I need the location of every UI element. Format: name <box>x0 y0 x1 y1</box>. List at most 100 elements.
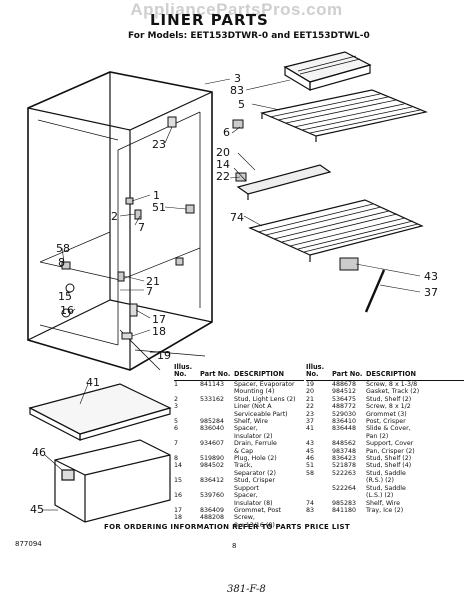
part-number: 539760 <box>200 492 225 500</box>
parts-table-row: 522264 Stud, Saddle (L.S.) (2) <box>306 485 464 500</box>
illus-number: 3 <box>174 403 179 411</box>
illus-number: 14 <box>174 462 183 470</box>
liner-cabinet <box>27 71 213 371</box>
callout-58: 58 <box>56 242 70 255</box>
callout-18: 18 <box>152 325 166 338</box>
callout-45: 45 <box>30 503 44 516</box>
part-number: 983748 <box>332 447 357 455</box>
ordering-info-footer: FOR ORDERING INFORMATION REFER TO PARTS … <box>104 523 350 531</box>
illus-number: 8 <box>174 455 179 463</box>
watermark: AppliancePartsPros.com <box>130 0 343 19</box>
part-number: 533162 <box>200 395 225 403</box>
header-description: DESCRIPTION <box>234 364 304 381</box>
part-description: Gasket, Track (2) <box>366 388 420 396</box>
header-illus-no: Illus. No. <box>174 364 200 381</box>
callout-43: 43 <box>424 270 438 283</box>
part-number: 836040 <box>200 425 225 433</box>
part-description: Stud, Shelf (2) <box>366 455 412 463</box>
part-number: 522263 <box>332 469 357 477</box>
illus-number: 15 <box>174 477 183 485</box>
callout-7: 7 <box>138 221 145 234</box>
part-description: Spacer, Insulator (2) <box>234 425 273 440</box>
callout-3: 3 <box>234 72 241 85</box>
part-number: 836412 <box>200 477 225 485</box>
illus-number: 20 <box>306 388 315 396</box>
parts-table-row: 3 Liner (Not A Serviceable Part) <box>174 403 304 418</box>
part-description: Stud, Light Lens (2) <box>234 395 296 403</box>
header-part-no: Part No. <box>200 364 234 381</box>
parts-table-row: 41 836448 Slide & Cover, Pan (2) <box>306 425 464 440</box>
callout-7-lower: 7 <box>146 285 153 298</box>
part-description: Liner (Not A Serviceable Part) <box>234 403 288 418</box>
callout-83: 83 <box>230 84 244 97</box>
part-number: 536475 <box>332 395 357 403</box>
callout-23: 23 <box>152 138 166 151</box>
model-subtitle: For Models: EET153DTWR-0 and EET153DTWL-… <box>128 31 370 41</box>
callout-41: 41 <box>86 376 100 389</box>
callout-14: 14 <box>216 158 230 171</box>
part-number: 848562 <box>332 440 357 448</box>
part-description: Pan, Crisper (2) <box>366 447 415 455</box>
part-number: 519890 <box>200 455 225 463</box>
separator-track <box>236 164 332 200</box>
part-description: Stud, Saddle (L.S.) (2) <box>366 484 406 500</box>
illus-number: 7 <box>174 440 179 448</box>
part-description: Tray, Ice (2) <box>366 506 404 514</box>
parts-table-row: 20 984512 Gasket, Track (2) <box>306 388 464 395</box>
part-description: Drain, Ferrule & Cap <box>234 440 277 455</box>
callout-6: 6 <box>223 126 230 139</box>
part-number <box>200 403 234 418</box>
wire-shelf-top <box>260 89 429 142</box>
part-description: Stud, Crisper Support <box>234 477 275 492</box>
part-description: Screw, 8 x 1-3/8 <box>366 381 418 388</box>
part-description: Slide & Cover, Pan (2) <box>366 425 411 440</box>
part-number: 836410 <box>332 418 357 426</box>
illus-number: 45 <box>306 447 315 455</box>
handwritten-note: 381-F-8 <box>227 584 266 595</box>
illus-number: 46 <box>306 455 315 463</box>
part-number: 488772 <box>332 403 357 411</box>
part-number: 984512 <box>332 388 357 396</box>
part-number: 522264 <box>332 484 357 492</box>
part-description: Stud, Saddle (R.S.) (2) <box>366 469 406 485</box>
part-description: Spacer, Insulator (8) <box>234 492 273 507</box>
part-number: 985284 <box>200 418 225 426</box>
illus-number: 18 <box>174 514 183 522</box>
part-number: 836448 <box>332 425 357 433</box>
part-number: 836409 <box>200 506 225 514</box>
callout-5: 5 <box>238 98 245 111</box>
part-description: Stud, Shelf (4) <box>366 462 412 470</box>
illus-number: 41 <box>306 425 315 433</box>
part-number: 984502 <box>200 462 225 470</box>
part-description: Grommet, Post <box>234 506 281 514</box>
part-number: 521878 <box>332 462 357 470</box>
wire-shelf-lower <box>248 199 424 262</box>
illus-number: 37 <box>306 418 315 426</box>
part-number: 934607 <box>200 440 225 448</box>
part-description: Spacer, Evaporator Mounting (4) <box>234 381 295 396</box>
crisper-pan <box>54 439 171 523</box>
callout-16: 16 <box>60 304 74 317</box>
illus-number: 23 <box>306 410 315 418</box>
header-illus-no: Illus. No. <box>306 364 332 381</box>
parts-table-row: 45 983748 Pan, Crisper (2) <box>306 448 464 455</box>
parts-table-row: 15 836412 Stud, Crisper Support <box>174 477 304 492</box>
crisper-cover <box>28 383 172 441</box>
part-description: Stud, Shelf (2) <box>366 395 412 403</box>
illus-number: 22 <box>306 403 315 411</box>
callout-37: 37 <box>424 286 438 299</box>
illus-number: 5 <box>174 418 179 426</box>
callout-15: 15 <box>58 290 72 303</box>
